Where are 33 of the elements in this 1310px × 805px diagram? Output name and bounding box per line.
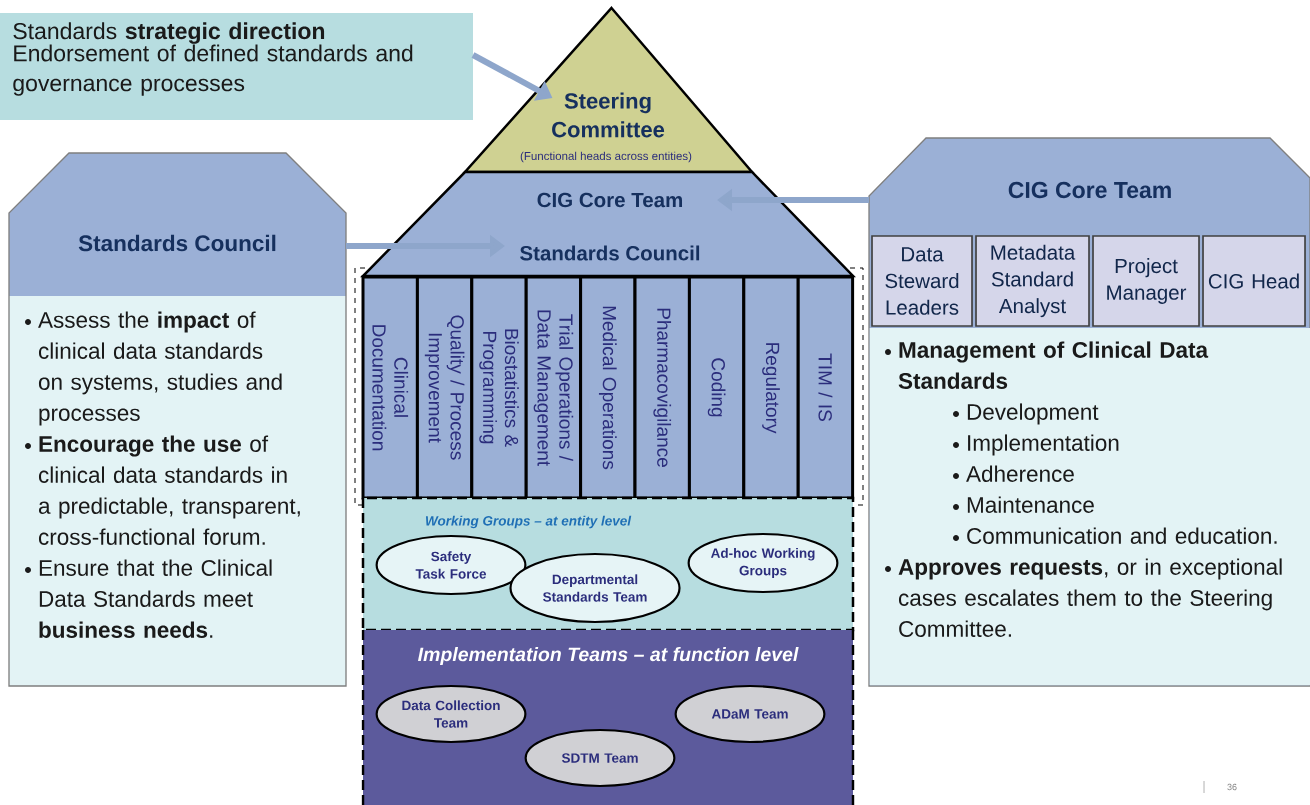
note-text: Endorsement of defined standards and governance processes (13, 44, 413, 96)
role-box: Project Manager (1092, 235, 1200, 327)
page-number: 36 (1227, 783, 1237, 791)
role-box: Metadata Standard Analyst (975, 235, 1090, 327)
tier-heading: Standards Council (520, 245, 700, 261)
bullet-text: Ensure that the Clinical Data Standards meet business needs. (39, 559, 272, 638)
tier-heading: Steering Committee (552, 92, 665, 138)
function-column: Quality / Process Improvement (415, 275, 474, 500)
function-column: Trial Operations / Data Management (524, 275, 583, 500)
function-column: Pharmacovigilance (633, 275, 691, 500)
function-column: Coding (687, 275, 746, 500)
bullet-text: Management of Clinical Data Standards (898, 341, 1209, 389)
function-column: TIM / IS (796, 275, 855, 500)
panel-heading: CIG Core Team (1008, 181, 1171, 199)
function-column: Biostatistics & Programming (470, 275, 528, 500)
function-column: Medical Operations (579, 275, 637, 500)
band-heading: Implementation Teams – at function level (418, 646, 799, 666)
bullet-text: Maintenance (967, 496, 1094, 513)
role-box: CIG Head (1202, 235, 1306, 327)
bullet-text: Development (967, 403, 1099, 425)
bullet-text: Implementation (968, 434, 1119, 456)
note-text: Standards strategic direction (13, 22, 325, 44)
panel-heading: Standards Council (78, 234, 276, 252)
tier-note: (Functional heads across entities) (520, 151, 692, 163)
bullet-text: Communication and education. (967, 527, 1277, 544)
role-box: Data Steward Leaders (871, 235, 973, 327)
tier-heading: CIG Core Team (537, 192, 682, 208)
function-column: Regulatory (742, 275, 800, 500)
function-column: Clinical Documentation (361, 275, 419, 500)
bullet-text: Encourage the use of clinical data standards in a predictable, transparent, cross-functional forum. (38, 435, 300, 545)
band-heading: Working Groups – at entity level (426, 515, 632, 529)
bullet-text: Adherence (966, 465, 1074, 482)
bullet-text: Approves requests, or in exceptional cases escalates them to the Steering Committee. (898, 558, 1282, 637)
